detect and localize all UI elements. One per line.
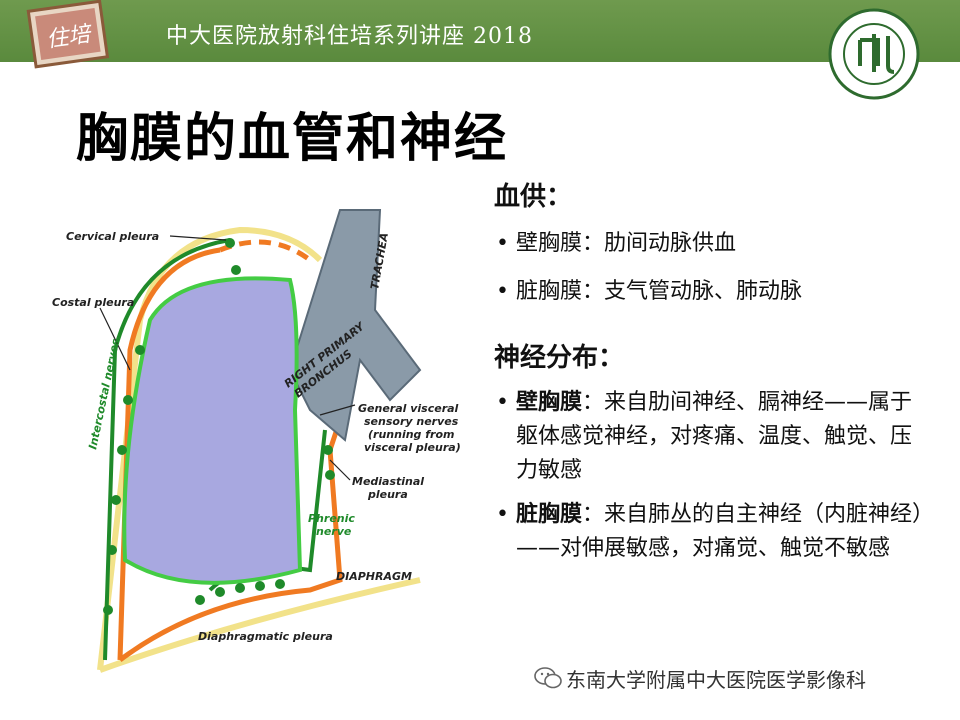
bullet-icon: •	[496, 502, 509, 527]
list-item: •壁胸膜：来自肋间神经、膈神经——属于躯体感觉神经，对疼痛、温度、触觉、压力敏感	[494, 386, 924, 488]
label-phrenic-1: Phrenic	[308, 512, 355, 525]
bullet-icon: •	[496, 390, 509, 415]
diaphragm-yellow	[98, 577, 421, 673]
label-mediastinal-2: pleura	[367, 488, 408, 501]
wechat-icon	[534, 667, 562, 689]
label-general-3: (running from	[368, 428, 454, 441]
label-diaphragmatic: Diaphragmatic pleura	[198, 630, 333, 643]
pleura-diagram: Cervical pleura Costal pleura Intercosta…	[52, 209, 461, 673]
bullet-icon: •	[496, 279, 509, 304]
blood-heading: 血供：	[494, 182, 573, 212]
header-title: 中大医院放射科住培系列讲座 2018	[166, 24, 533, 49]
costal-pleura-orange	[117, 247, 221, 661]
label-general-4: visceral pleura)	[364, 441, 461, 454]
list-item: •脏胸膜：支气管动脉、肺动脉	[494, 275, 924, 309]
term-visceral: 脏胸膜	[516, 502, 583, 527]
lung-body	[122, 276, 303, 585]
label-diaphragm: DIAPHRAGM	[336, 570, 412, 583]
diaphragm-orange	[118, 419, 343, 663]
zhupei-badge-icon: 住培	[26, 0, 110, 69]
label-cervical: Cervical pleura	[66, 230, 159, 243]
label-phrenic-2: nerve	[316, 525, 352, 538]
label-general-2: sensory nerves	[364, 415, 459, 428]
label-mediastinal-1: Mediastinal	[352, 475, 424, 488]
seal-logo-icon	[828, 8, 920, 100]
intercostal-nerve-line	[103, 238, 231, 661]
leader-lines	[99, 235, 356, 481]
label-intercostal: Intercostal nerves	[86, 337, 122, 451]
footer-watermark: 东南大学附属中大医院医学影像科	[566, 668, 866, 692]
term-parietal: 壁胸膜	[516, 390, 583, 415]
slide-title: 胸膜的血管和神经	[76, 109, 509, 169]
nerve-heading: 神经分布：	[494, 343, 625, 373]
list-item: •脏胸膜：来自肺丛的自主神经（内脏神经）——对伸展敏感，对痛觉、触觉不敏感	[494, 498, 924, 566]
bullet-icon: •	[496, 231, 509, 256]
label-general-1: General visceral	[358, 402, 459, 415]
list-item: •壁胸膜：肋间动脉供血	[494, 227, 924, 261]
outer-yellow-line	[97, 226, 323, 671]
label-costal: Costal pleura	[52, 296, 134, 309]
nerve-dots	[103, 238, 335, 615]
nerve-list: •壁胸膜：来自肋间神经、膈神经——属于躯体感觉神经，对疼痛、温度、触觉、压力敏感…	[494, 386, 924, 566]
header-band: 住培 中大医院放射科住培系列讲座 2018	[0, 0, 960, 69]
blood-list: •壁胸膜：肋间动脉供血 •脏胸膜：支气管动脉、肺动脉	[494, 227, 924, 309]
trachea-shape	[288, 209, 422, 442]
content-column: 血供： •壁胸膜：肋间动脉供血 •脏胸膜：支气管动脉、肺动脉 神经分布： •壁胸…	[494, 176, 924, 576]
